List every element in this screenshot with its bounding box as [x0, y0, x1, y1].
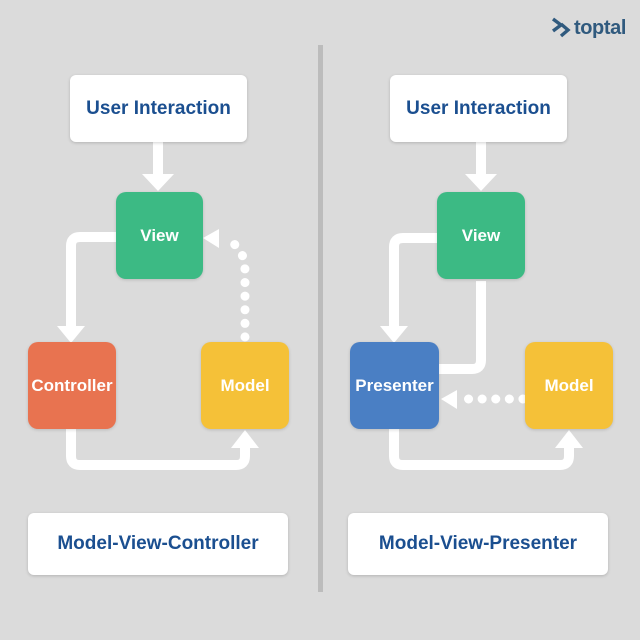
mvp-presenter-label: Presenter	[355, 375, 434, 395]
mvc-user-interaction-box: User Interaction	[70, 75, 247, 142]
mvc-caption-box: Model-View-Controller	[28, 513, 288, 575]
mvp-view-label: View	[461, 225, 501, 245]
mvc-view-label: View	[140, 225, 179, 245]
mvp-model-label: Model	[544, 375, 594, 395]
toptal-logo-text: toptal	[573, 16, 626, 39]
mvp-presenter-to-model-arrow	[389, 429, 583, 470]
toptal-logo: toptal	[550, 16, 626, 39]
mvp-user-interaction-box: User Interaction	[390, 75, 567, 142]
mvp-model-box: Model	[525, 342, 613, 429]
mvc-controller-to-model-arrow	[66, 429, 259, 470]
mvp-view-to-presenter-arrow	[380, 233, 437, 343]
mvp-view-box: View	[437, 192, 525, 279]
mvp-user-interaction-label: User Interaction	[406, 97, 551, 119]
mvp-caption-box: Model-View-Presenter	[348, 513, 608, 575]
mvc-model-box: Model	[201, 342, 289, 429]
mvc-view-box: View	[116, 192, 203, 279]
mvc-view-to-controller-arrow	[57, 232, 116, 343]
mvc-userinteraction-to-view-arrow	[142, 142, 174, 191]
mvp-model-to-presenter-dotted-arrow	[441, 390, 528, 409]
mvp-presenter-box: Presenter	[350, 342, 439, 429]
mvc-caption-label: Model-View-Controller	[57, 533, 259, 554]
mvc-model-label: Model	[220, 375, 270, 395]
mvp-userinteraction-to-view-arrow	[465, 142, 497, 191]
mvp-presenter-to-view-link	[439, 281, 486, 374]
toptal-logo-icon	[551, 17, 571, 38]
mvc-controller-box: Controller	[28, 342, 116, 429]
mvc-controller-label: Controller	[31, 375, 113, 395]
panel-divider	[318, 45, 323, 592]
mvc-model-to-view-dotted-arrow	[203, 229, 250, 342]
mvc-user-interaction-label: User Interaction	[86, 97, 231, 119]
mvp-caption-label: Model-View-Presenter	[378, 533, 578, 554]
